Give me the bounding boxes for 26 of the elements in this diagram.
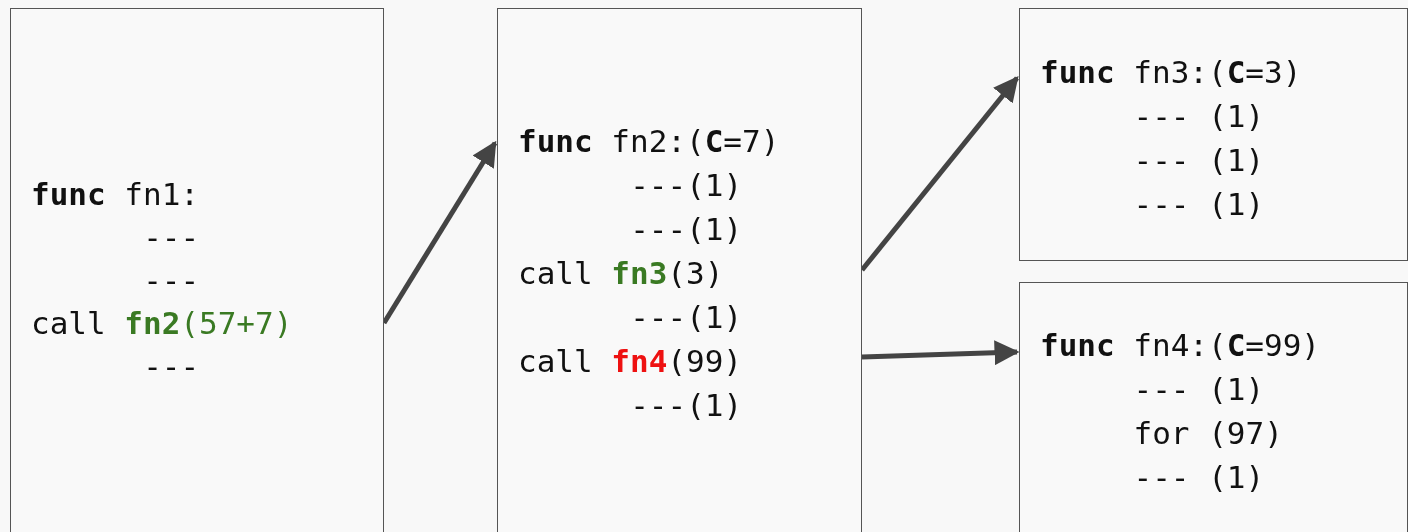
code-box [1019,8,1408,261]
code-line: func fn1: [31,175,199,214]
code-line: func fn4:(C=99) [1040,326,1320,365]
code-box [497,8,862,532]
code-line: ---(1) [630,298,743,337]
code-line: ---(1) [630,386,743,425]
code-line: --- (1) [1133,458,1265,497]
code-line: call fn2(57+7) [31,304,293,343]
code-line: for (97) [1133,414,1283,453]
code-line: --- [143,347,200,386]
code-box [10,8,384,532]
code-line: --- (1) [1133,97,1265,136]
arrow [861,340,1020,366]
code-line: --- (1) [1133,370,1265,409]
code-box [1019,282,1408,532]
code-line: func fn2:(C=7) [518,122,780,161]
arrow [860,76,1019,272]
code-line: --- [143,261,200,300]
code-line: ---(1) [630,166,743,205]
code-line: call fn3(3) [518,254,724,293]
code-line: --- (1) [1133,141,1265,180]
code-line: ---(1) [630,210,743,249]
code-line: call fn4(99) [518,342,742,381]
code-line: --- [143,218,200,257]
code-line: --- (1) [1133,185,1265,224]
code-line: func fn3:(C=3) [1040,53,1302,92]
